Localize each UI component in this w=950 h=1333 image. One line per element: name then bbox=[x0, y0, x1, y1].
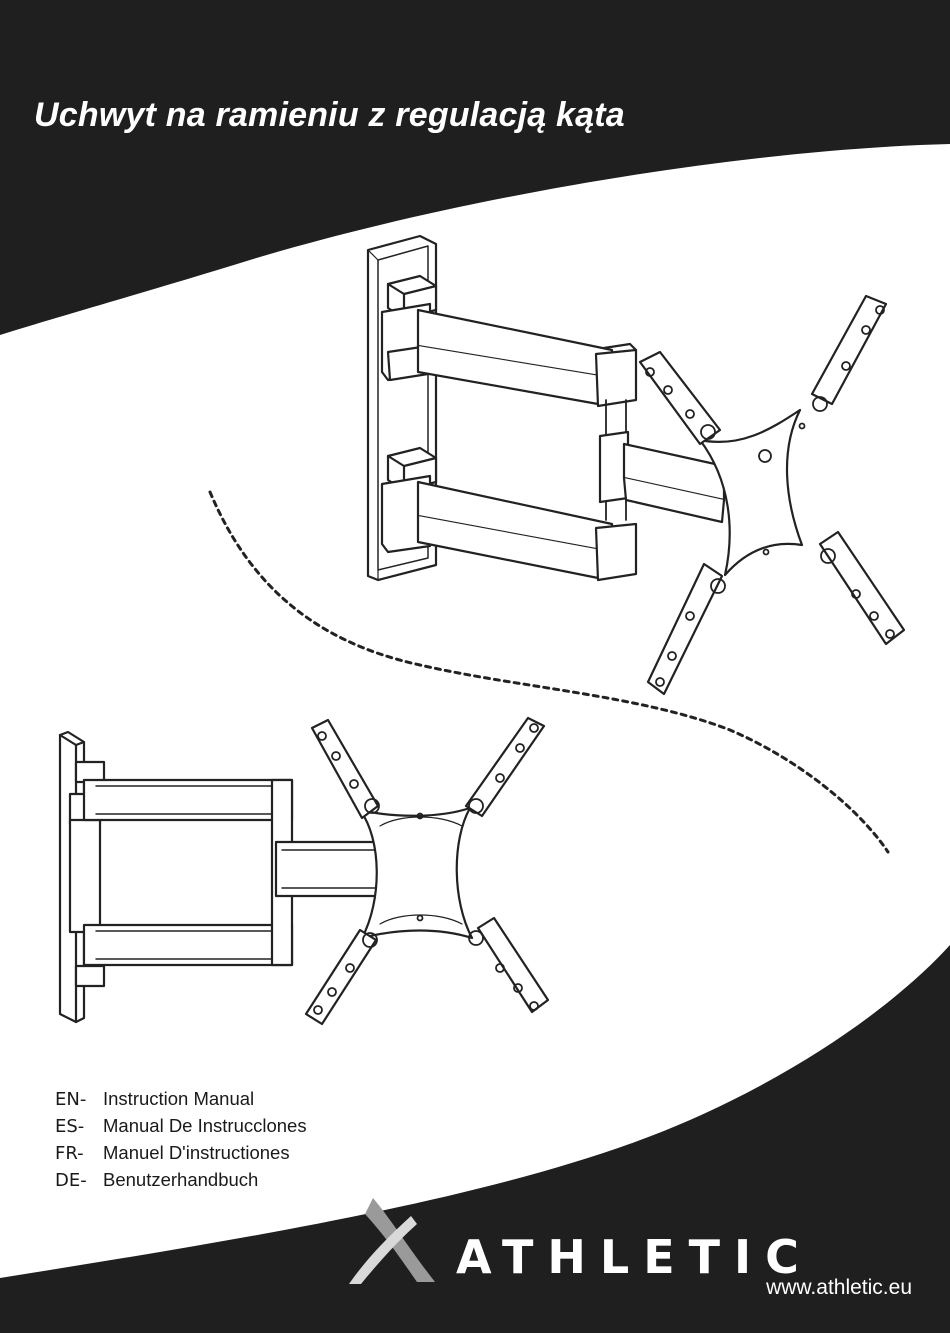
language-code: EN- bbox=[55, 1089, 103, 1110]
language-row-fr: FR- Manuel D'instructiones bbox=[55, 1142, 307, 1169]
language-row-de: DE- Benutzerhandbuch bbox=[55, 1169, 307, 1196]
website-link[interactable]: www.athletic.eu bbox=[766, 1276, 912, 1300]
brand-logo-text: ATHLETIC bbox=[456, 1232, 813, 1282]
athletic-swoosh-logo bbox=[345, 1196, 455, 1288]
language-code: DE- bbox=[55, 1170, 103, 1191]
language-row-en: EN- Instruction Manual bbox=[55, 1088, 307, 1115]
language-label: Instruction Manual bbox=[103, 1088, 254, 1110]
language-row-es: ES- Manual De Instrucclones bbox=[55, 1115, 307, 1142]
language-label: Manuel D'instructiones bbox=[103, 1142, 290, 1164]
language-label: Manual De Instrucclones bbox=[103, 1115, 307, 1137]
language-code: ES- bbox=[55, 1116, 103, 1137]
language-list: EN- Instruction Manual ES- Manual De Ins… bbox=[55, 1088, 307, 1196]
language-label: Benutzerhandbuch bbox=[103, 1169, 258, 1191]
language-code: FR- bbox=[55, 1143, 103, 1164]
bottom-mount-drawing bbox=[60, 718, 548, 1024]
top-mount-drawing bbox=[368, 236, 904, 694]
